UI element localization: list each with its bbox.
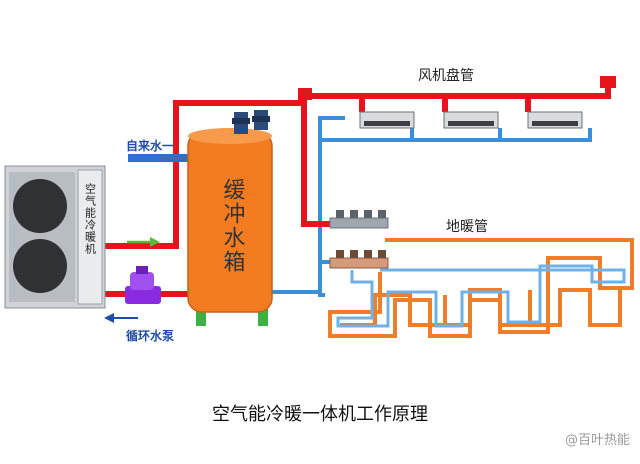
circulation-pump-label: 循环水泵 (126, 328, 174, 343)
arrow-left-icon (104, 313, 138, 323)
manifold-supply (329, 210, 389, 229)
return-pipe-bottom (318, 268, 325, 297)
tank-label: 缓冲水箱 (220, 178, 246, 274)
fan-coil-label: 风机盘管 (418, 67, 474, 84)
fan-grille-icon (13, 239, 67, 293)
fan-coil-unit-2 (443, 111, 499, 129)
supply-pipes (105, 86, 611, 297)
heat-pump-label: 空气能冷暖机 (84, 182, 97, 255)
buffer-tank: 缓冲水箱 (187, 128, 273, 326)
manifold-return (329, 250, 389, 269)
arrow-right-icon (127, 237, 160, 247)
fan-coil-unit-3 (527, 111, 583, 129)
floor-heating-coil-3 (525, 288, 622, 327)
floor-heating-coil-2 (440, 288, 532, 327)
floor-heating-coils (328, 238, 634, 338)
floor-heating-return-loop (336, 264, 626, 328)
watermark: @百叶热能 (565, 433, 630, 448)
caption-band (0, 372, 640, 460)
valve-icon (232, 110, 270, 134)
tap-water-pipe (128, 154, 188, 162)
pump-icon (125, 266, 161, 304)
return-pipes (270, 116, 592, 297)
pipe-joint-top (298, 88, 312, 100)
heat-pump-unit: 空气能冷暖机 (4, 165, 106, 309)
caption: 空气能冷暖一体机工作原理 (212, 404, 428, 425)
supply-pipe-end-cap (600, 76, 616, 88)
fan-coil-unit-1 (359, 111, 415, 129)
fan-grille-icon (13, 179, 67, 233)
supply-pipe-riser (301, 103, 330, 227)
tap-water-label: 自来水一 (126, 138, 174, 153)
floor-heating-label: 地暖管 (446, 219, 488, 235)
